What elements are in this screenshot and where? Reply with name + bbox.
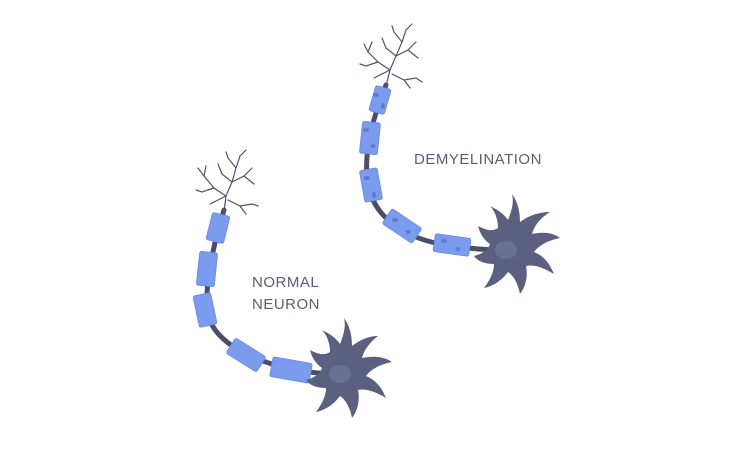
demyelinated-cell-body — [474, 194, 560, 294]
normal-myelin-segment — [205, 212, 231, 244]
normal-myelin-segment — [226, 338, 266, 372]
demyelinated-myelin-segment — [382, 208, 422, 244]
demyelinated-myelin-segment — [359, 167, 383, 203]
normal-neuron — [192, 149, 392, 418]
normal-myelin-segment — [269, 356, 313, 384]
normal-axon-terminal — [195, 149, 259, 215]
normal-soma — [306, 318, 392, 418]
demyelinated-soma — [474, 194, 560, 294]
normal-neuron-label-line2: NEURON — [252, 296, 321, 313]
normal-neuron-label-line1: NORMAL — [252, 274, 320, 291]
demyelinated-neuron — [359, 23, 560, 294]
demyelinated-myelin-segment — [432, 233, 472, 257]
demyelinated-myelin-segment — [359, 120, 381, 156]
normal-cell-body — [306, 318, 392, 418]
demyelinated-axon-terminal — [359, 23, 423, 89]
demyelinated-nucleus — [495, 241, 517, 259]
normal-myelin-sheath — [192, 212, 313, 384]
normal-myelin-segment — [196, 250, 218, 288]
normal-neuron-label: NORMAL NEURON — [252, 272, 320, 316]
normal-myelin-segment — [192, 292, 218, 328]
normal-nucleus — [329, 365, 351, 383]
demyelination-label: DEMYELINATION — [414, 151, 542, 168]
demyelinated-myelin-segment — [368, 85, 392, 115]
myelin-lesions — [363, 93, 461, 251]
